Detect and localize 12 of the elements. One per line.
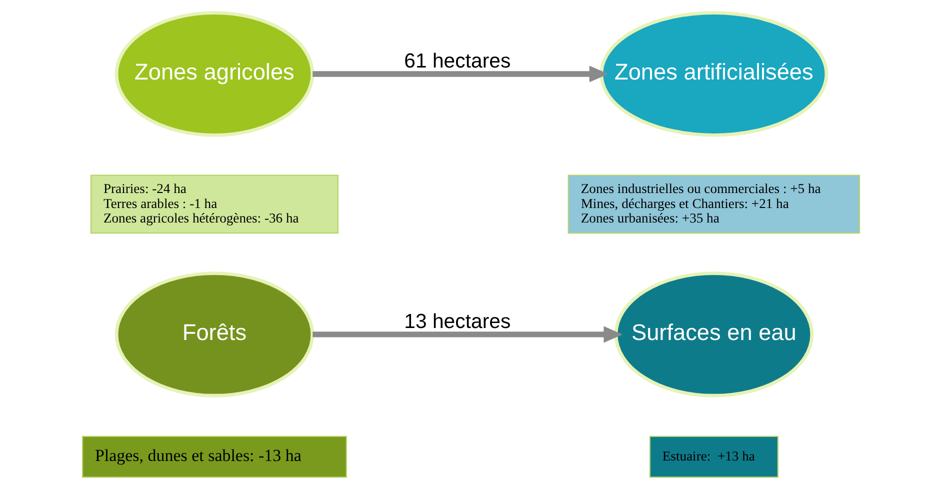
node-box: Prairies: -24 ha Terres arables : -1 ha Zones agricoles hétérogènes: -36 ha bbox=[90, 174, 338, 234]
edge-label: 13 hectares bbox=[404, 311, 511, 334]
node-box: Estuaire: +13 ha bbox=[649, 436, 778, 478]
node-ellipse: Zones agricoles bbox=[114, 11, 314, 137]
node-ellipse: Zones artificialisées bbox=[600, 11, 828, 137]
node-ellipse: Forêts bbox=[114, 272, 314, 398]
edge-label: 61 hectares bbox=[404, 50, 511, 73]
arrow bbox=[312, 326, 623, 343]
arrow bbox=[312, 66, 608, 82]
node-box: Zones industrielles ou commerciales : +5 ha Mines, décharges et Chantiers: +21 ha Zones urbanisées: +35 ha bbox=[568, 174, 860, 234]
node-ellipse: Surfaces en eau bbox=[614, 272, 814, 398]
node-box: Plages, dunes et sables: -13 ha bbox=[82, 436, 347, 478]
